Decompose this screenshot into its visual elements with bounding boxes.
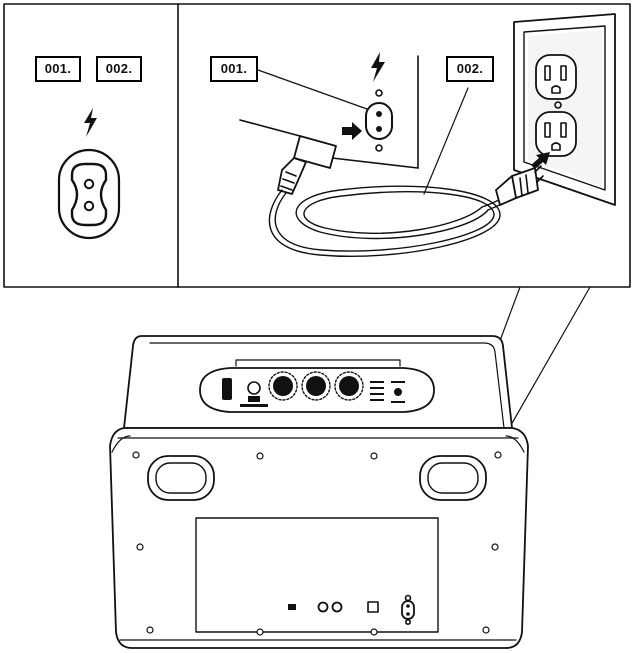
label-002-right: 002. — [446, 56, 494, 82]
bass-knob — [301, 371, 331, 401]
right-handle — [419, 455, 487, 501]
treble-knob — [334, 371, 364, 401]
label-leader-lines — [257, 69, 469, 195]
speaker-back-corner — [331, 55, 419, 169]
rear-ports — [288, 601, 379, 613]
label-002-left: 002. — [96, 56, 142, 82]
screws — [132, 451, 502, 636]
direction-arrow-icon — [531, 152, 550, 169]
label-001-left: 001. — [35, 56, 81, 82]
figure-8-socket-icon — [57, 148, 121, 240]
status-leds — [370, 381, 405, 403]
figure-8-connector — [239, 119, 337, 195]
two-prong-plug-icon — [495, 165, 544, 206]
label-001-middle: 001. — [210, 56, 258, 82]
speaker-power-inlet — [365, 89, 393, 152]
left-handle — [147, 455, 215, 501]
volume-knob — [268, 371, 298, 401]
lightning-bolt-icon — [84, 108, 97, 137]
direction-arrow-icon — [342, 122, 362, 140]
rear-plate — [195, 517, 439, 633]
speaker-power-inlet — [401, 594, 415, 625]
lightning-bolt-icon — [371, 52, 385, 82]
